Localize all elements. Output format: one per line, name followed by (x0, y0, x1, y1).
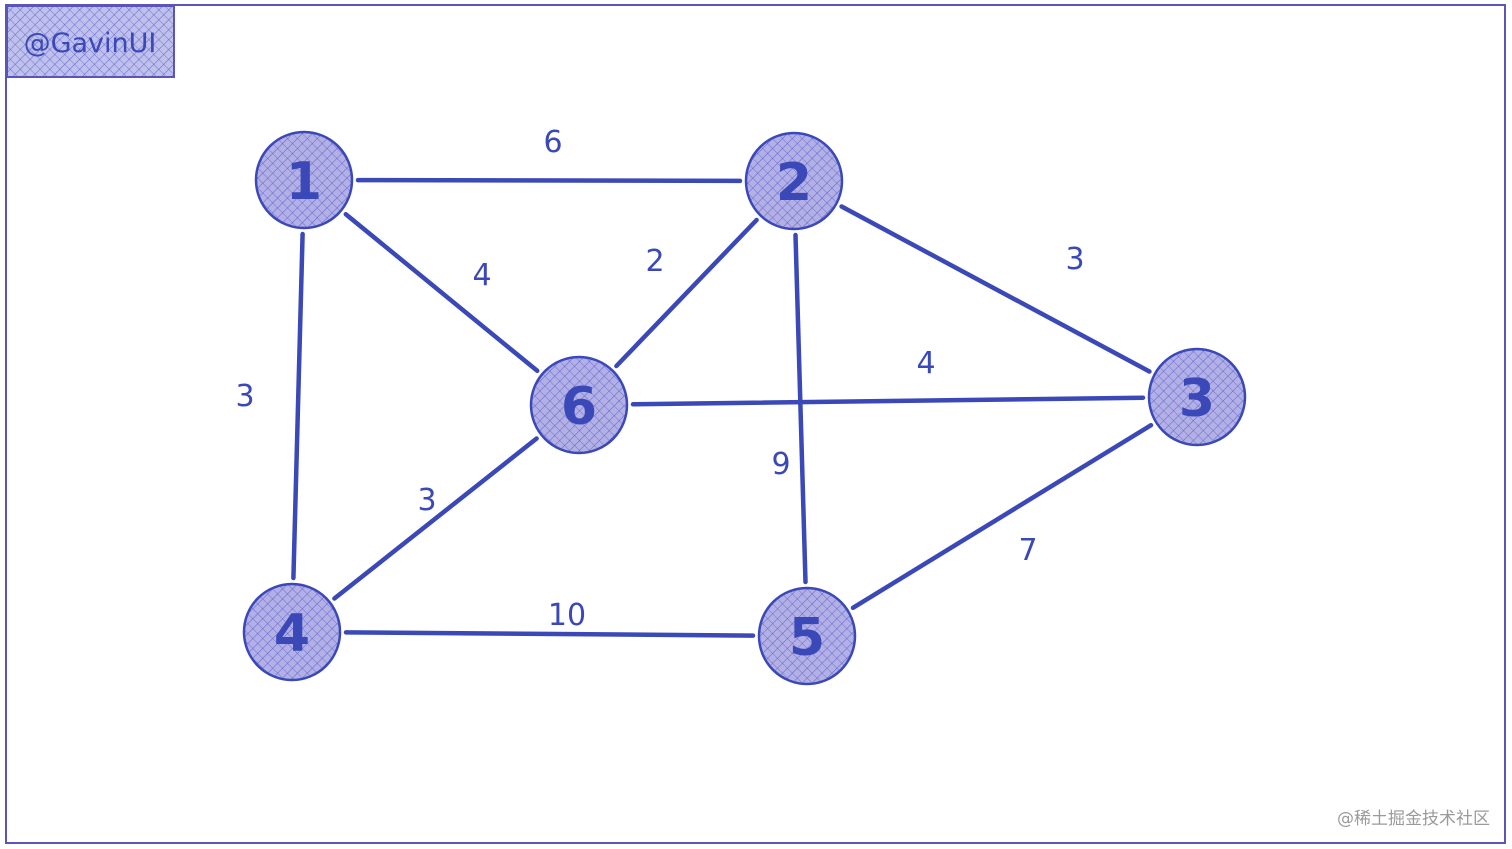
node-label-5: 5 (789, 608, 825, 668)
node-label-2: 2 (776, 153, 812, 213)
node-3: 3 (1147, 347, 1247, 447)
edge-weight-1-2: 6 (543, 125, 562, 160)
node-label-3: 3 (1179, 369, 1215, 429)
node-4: 4 (242, 582, 342, 682)
author-tag: @GavinUI (6, 5, 175, 78)
node-2: 2 (744, 131, 844, 231)
edge-2-6 (614, 217, 759, 369)
diagram-frame (5, 4, 1506, 844)
edge-2-5 (793, 232, 808, 585)
edge-1-6 (343, 211, 540, 374)
edge-weight-2-3: 3 (1065, 242, 1084, 277)
edge-weight-1-6: 4 (472, 258, 491, 293)
edge-weight-6-4: 3 (417, 483, 436, 518)
edge-2-3 (839, 204, 1152, 374)
edge-weight-2-6: 2 (645, 244, 664, 279)
node-1: 1 (254, 130, 354, 230)
nodes: 1 2 3 4 5 6 (242, 130, 1247, 686)
edge-4-5 (343, 630, 756, 638)
edges (291, 177, 1154, 638)
edge-6-3 (630, 395, 1146, 407)
node-label-6: 6 (561, 377, 597, 437)
watermark-text: @稀土掘金技术社区 (1337, 809, 1490, 829)
node-label-1: 1 (286, 152, 322, 212)
edge-6-4 (332, 436, 539, 601)
edge-1-4 (291, 231, 305, 581)
edge-weight-4-5: 10 (548, 598, 586, 633)
node-5: 5 (757, 586, 857, 686)
edge-weight-1-4: 3 (235, 379, 254, 414)
edge-weight-2-5: 9 (771, 447, 790, 482)
edge-weight-6-3: 4 (916, 346, 935, 381)
edge-5-3 (850, 422, 1154, 611)
edge-1-2 (355, 177, 743, 184)
node-6: 6 (529, 355, 629, 455)
edge-weight-5-3: 7 (1018, 533, 1037, 568)
edge-weights: 6 4 3 2 3 9 4 3 10 7 (235, 125, 1084, 633)
author-tag-text: @GavinUI (24, 28, 157, 59)
node-label-4: 4 (274, 604, 310, 664)
